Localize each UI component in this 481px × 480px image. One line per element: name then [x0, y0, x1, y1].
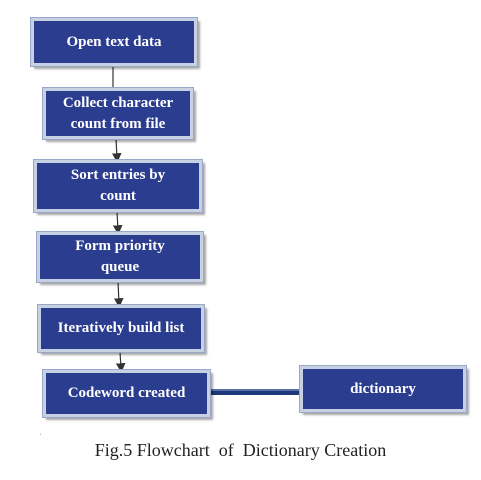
- edge-sort-to-queue: [112, 211, 123, 235]
- node-collect-character-count: Collect character count from file: [42, 87, 194, 140]
- edge-queue-to-build: [113, 281, 124, 308]
- edge-collect-to-sort: [111, 138, 122, 163]
- node-build-list: Iteratively build list: [37, 304, 205, 353]
- stray-tick-mark: ': [40, 432, 42, 441]
- figure-caption: Fig.5 Flowchart of Dictionary Creation: [94, 440, 387, 460]
- edge-build-to-codeword: [115, 351, 126, 373]
- node-sort-entries: Sort entries by count: [33, 159, 203, 213]
- node-open-text-data: Open text data: [30, 17, 198, 67]
- edge-codeword-to-dictionary: [210, 389, 300, 395]
- node-dictionary: dictionary: [299, 365, 467, 413]
- node-form-priority-queue: Form priority queue: [36, 231, 204, 283]
- node-codeword-created: Codeword created: [42, 369, 211, 418]
